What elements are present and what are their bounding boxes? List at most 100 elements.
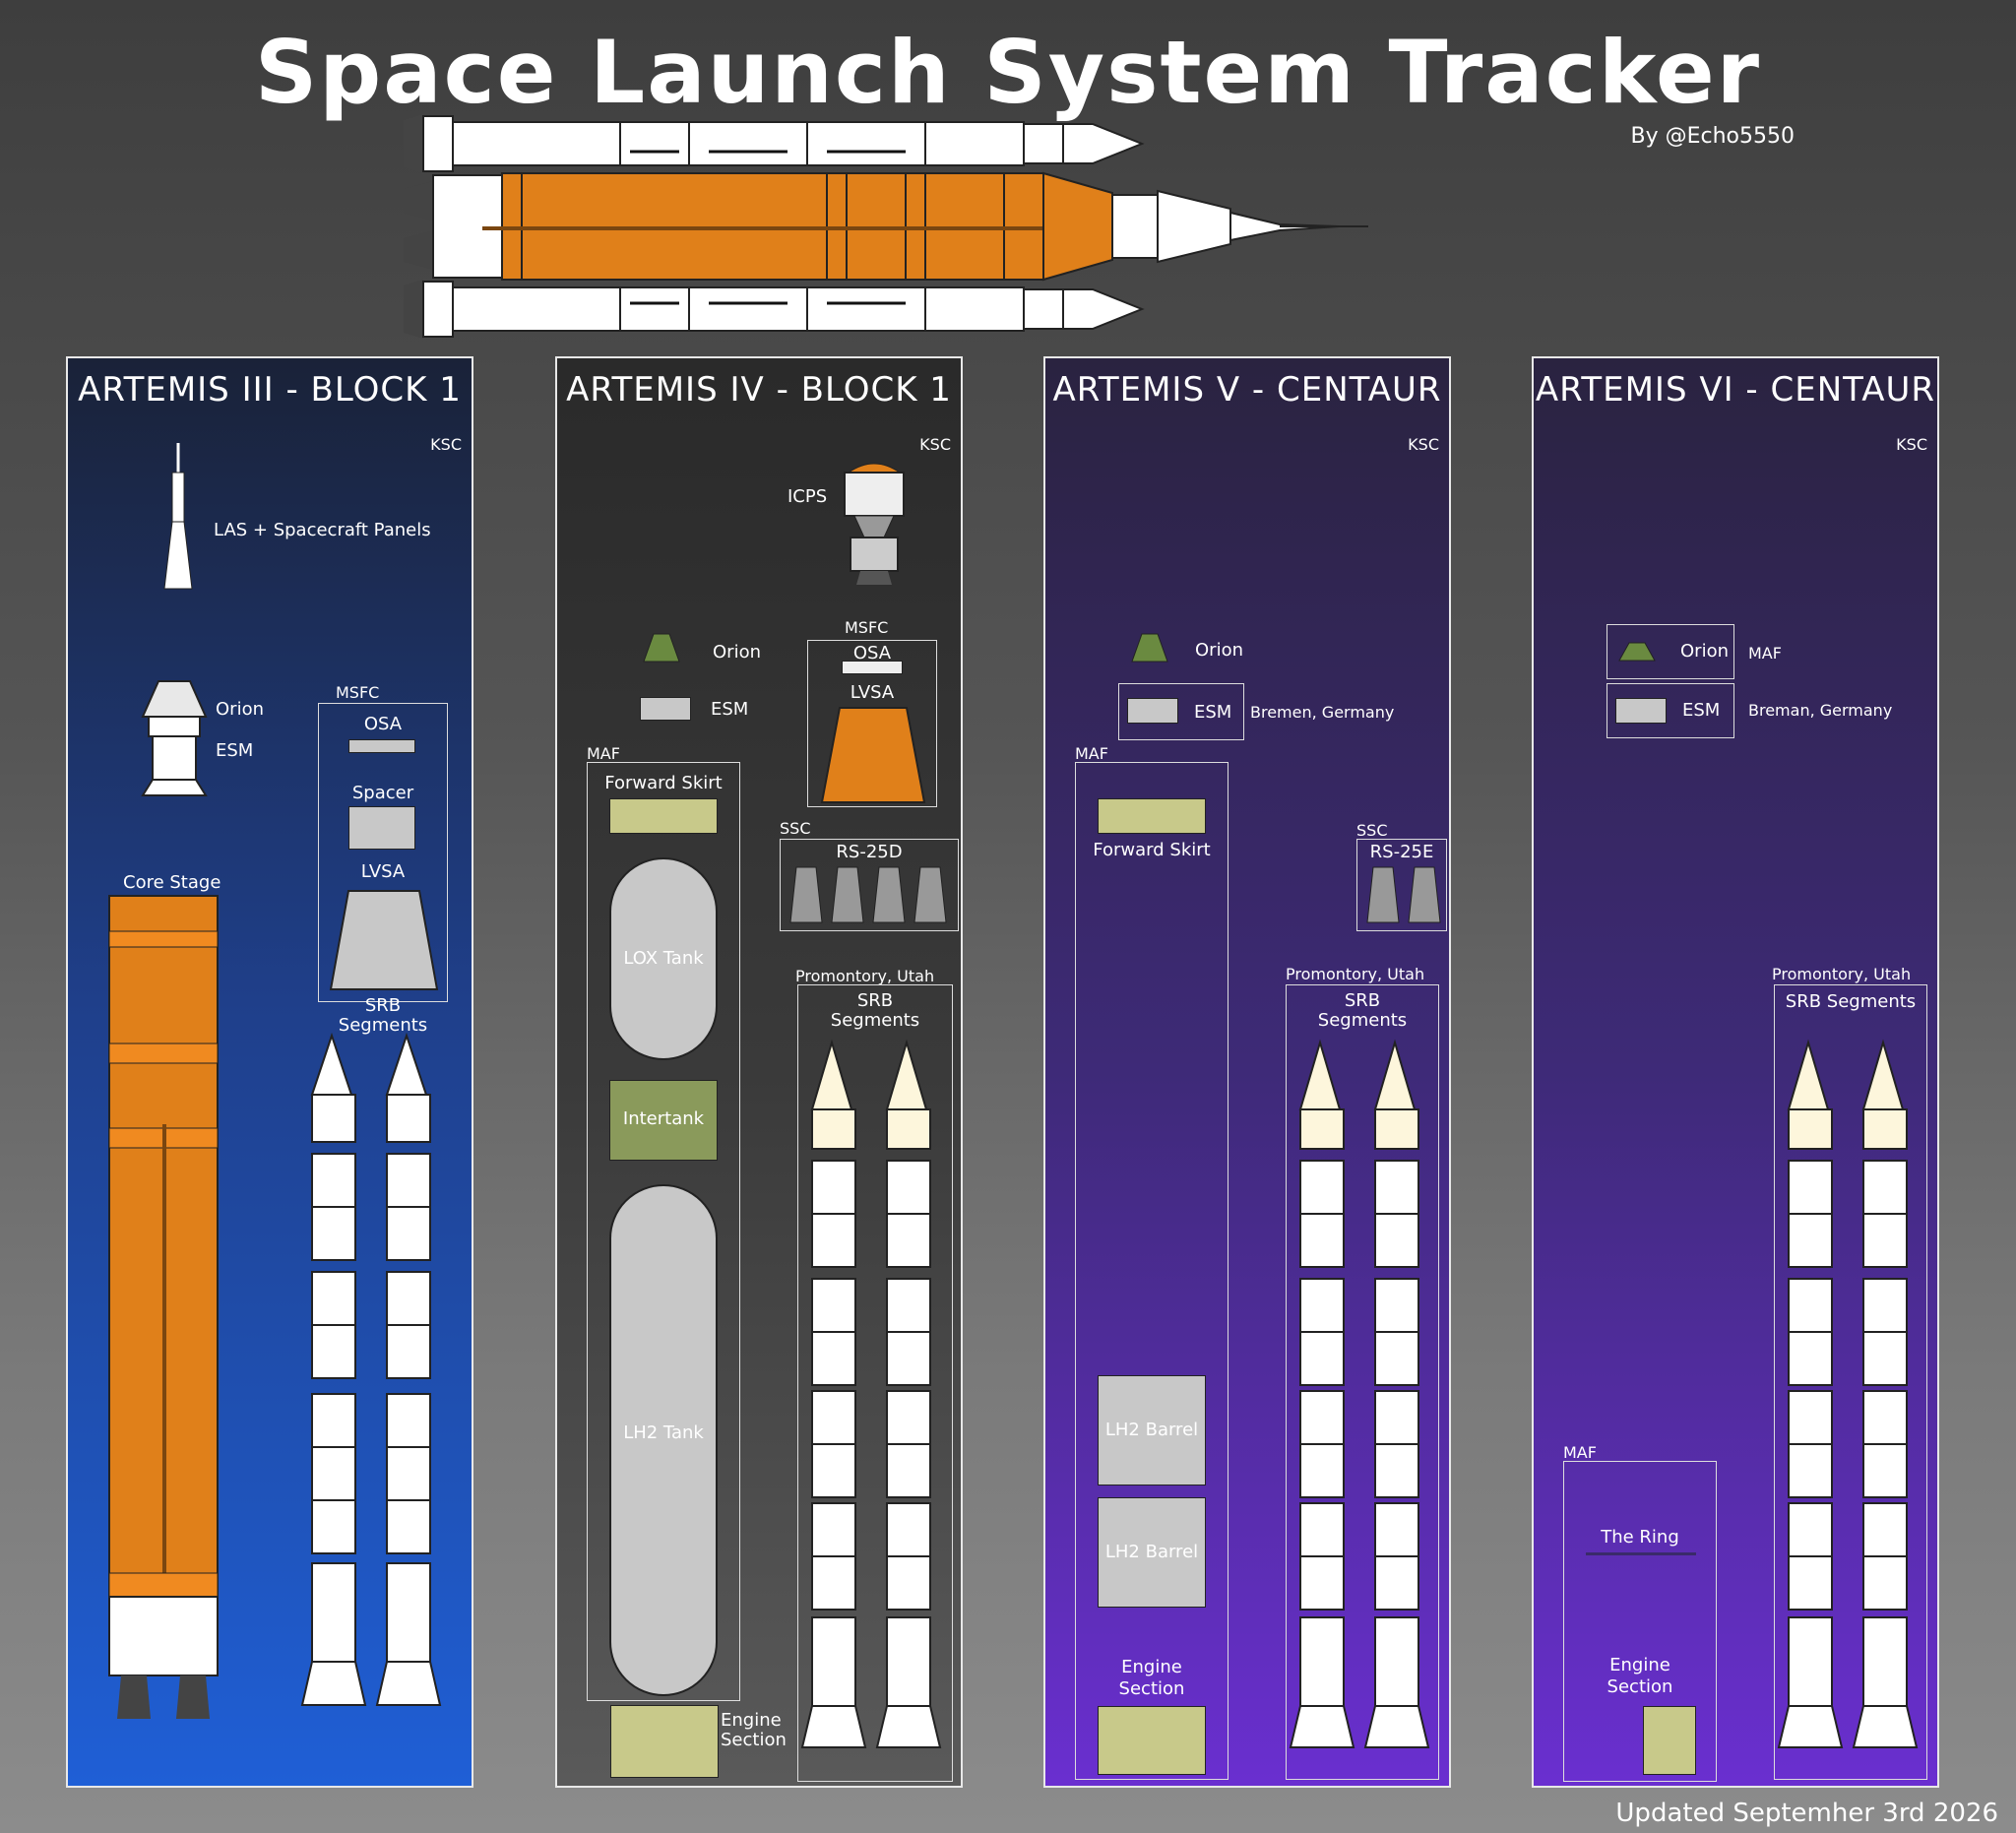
srb-label: SRB Segments bbox=[1785, 991, 1917, 1012]
core-stage bbox=[404, 171, 1368, 282]
osa-label: OSA bbox=[852, 643, 892, 664]
engines-label: RS-25D bbox=[836, 842, 903, 862]
panel-artemis-v: ARTEMIS V - CENTAUR KSC Orion ESM Bremen… bbox=[1043, 356, 1451, 1788]
lvsa-part bbox=[329, 890, 439, 990]
site-msfc: MSFC bbox=[845, 618, 889, 637]
engine-section-label: Engine Section bbox=[1118, 1657, 1185, 1699]
core-stage-part bbox=[108, 895, 219, 1719]
site-ksc: KSC bbox=[1408, 435, 1439, 454]
icps-icon bbox=[844, 463, 905, 585]
esm-icon bbox=[1615, 698, 1667, 724]
engines-label: RS-25E bbox=[1369, 842, 1434, 862]
engine-section-part bbox=[610, 1705, 719, 1778]
esm-box: ESM bbox=[1606, 683, 1734, 738]
lvsa-label: LVSA bbox=[360, 861, 406, 882]
site-ksc: KSC bbox=[1896, 435, 1927, 454]
lox-tank-part: LOX Tank bbox=[609, 857, 718, 1060]
bottom-booster bbox=[404, 280, 1145, 339]
engine-section-label: Engine Section bbox=[1606, 1655, 1673, 1697]
site-ksc: KSC bbox=[430, 435, 462, 454]
panel-artemis-iv: ARTEMIS IV - BLOCK 1 KSC ICPS Orion ESM … bbox=[555, 356, 963, 1788]
site-maf: MAF bbox=[587, 744, 620, 763]
orion-icon bbox=[643, 633, 680, 663]
site-maf: MAF bbox=[1563, 1443, 1597, 1462]
orion-label: Orion bbox=[1680, 641, 1729, 662]
rs25-engines-icon bbox=[1366, 866, 1441, 923]
site-promontory: Promontory, Utah bbox=[795, 967, 935, 985]
engine-section-label: Engine Section bbox=[721, 1710, 787, 1750]
lvsa-label: LVSA bbox=[850, 682, 895, 703]
msfc-box: OSA LVSA bbox=[807, 640, 937, 807]
srb-label: SRB Segments bbox=[338, 995, 428, 1036]
srb-box: SRB Segments bbox=[797, 984, 953, 1782]
forward-skirt-part bbox=[609, 798, 718, 834]
sls-rocket-illustration bbox=[404, 114, 1368, 339]
srb-segments-p4 bbox=[1777, 1039, 1919, 1748]
maf-box: The Ring Engine Section bbox=[1563, 1461, 1717, 1782]
updated-date: Updated Septemher 3rd 2026 bbox=[1615, 1799, 1998, 1828]
site-promontory: Promontory, Utah bbox=[1286, 965, 1425, 983]
esm-icon bbox=[1127, 698, 1178, 724]
esm-label: ESM bbox=[1682, 700, 1721, 721]
orion-icon bbox=[1618, 642, 1656, 662]
ssc-box: RS-25E bbox=[1356, 839, 1447, 931]
esm-label: ESM bbox=[711, 699, 749, 720]
las-label: LAS + Spacecraft Panels bbox=[214, 520, 431, 540]
lh2-barrel-2-part: LH2 Barrel bbox=[1098, 1497, 1206, 1608]
maf-box: Forward Skirt LOX Tank Intertank LH2 Tan… bbox=[587, 762, 740, 1701]
site-ksc: KSC bbox=[919, 435, 951, 454]
lh2-tank-part: LH2 Tank bbox=[609, 1184, 718, 1696]
intertank-label: Intertank bbox=[622, 1108, 705, 1129]
orion-label: Orion bbox=[1195, 640, 1243, 661]
las-icon bbox=[163, 443, 193, 590]
lh2-barrel-2-label: LH2 Barrel bbox=[1104, 1542, 1199, 1562]
the-ring-label: The Ring bbox=[1601, 1527, 1679, 1548]
lh2-tank-label: LH2 Tank bbox=[623, 1422, 704, 1443]
site-ssc: SSC bbox=[780, 819, 811, 838]
panel-title: ARTEMIS III - BLOCK 1 bbox=[78, 370, 462, 410]
forward-skirt-part bbox=[1098, 798, 1206, 834]
page-title: Space Launch System Tracker bbox=[254, 22, 1762, 123]
esm-label: ESM bbox=[1194, 702, 1232, 723]
srb-segments-p1 bbox=[300, 1032, 442, 1706]
forward-skirt-label: Forward Skirt bbox=[1093, 840, 1211, 860]
orion-icon bbox=[1131, 633, 1168, 663]
srb-label: SRB Segments bbox=[830, 990, 920, 1031]
site-msfc: MSFC bbox=[336, 683, 380, 702]
srb-label: SRB Segments bbox=[1317, 990, 1408, 1031]
orion-box: Orion bbox=[1606, 624, 1734, 679]
esm-location: Bremen, Germany bbox=[1250, 703, 1395, 722]
orion-esm-icon bbox=[141, 680, 208, 796]
lh2-barrel-1-part: LH2 Barrel bbox=[1098, 1375, 1206, 1485]
engine-section-part bbox=[1643, 1706, 1696, 1775]
esm-icon bbox=[640, 697, 691, 721]
lvsa-part bbox=[820, 707, 926, 803]
esm-box: ESM bbox=[1118, 683, 1244, 740]
site-ssc: SSC bbox=[1356, 821, 1388, 840]
author-byline: By @Echo5550 bbox=[1630, 124, 1796, 149]
orion-label: Orion bbox=[713, 642, 761, 663]
icps-label: ICPS bbox=[788, 486, 828, 507]
osa-part bbox=[348, 739, 415, 753]
lh2-barrel-1-label: LH2 Barrel bbox=[1104, 1420, 1199, 1440]
srb-segments-p3 bbox=[1289, 1039, 1430, 1748]
engine-section-part bbox=[1098, 1706, 1206, 1775]
esm-location: Breman, Germany bbox=[1748, 701, 1893, 720]
intertank-part: Intertank bbox=[609, 1080, 718, 1161]
spacer-part bbox=[348, 806, 415, 850]
osa-part bbox=[842, 661, 903, 674]
ssc-box: RS-25D bbox=[780, 839, 959, 931]
forward-skirt-label: Forward Skirt bbox=[604, 773, 723, 793]
site-promontory: Promontory, Utah bbox=[1772, 965, 1912, 983]
srb-box: SRB Segments bbox=[1774, 984, 1927, 1780]
panel-artemis-vi: ARTEMIS VI - CENTAUR KSC Orion MAF ESM B… bbox=[1532, 356, 1939, 1788]
esm-label: ESM bbox=[216, 740, 254, 761]
msfc-box: OSA Spacer LVSA bbox=[318, 703, 448, 1002]
site-maf: MAF bbox=[1075, 744, 1108, 763]
spacer-label: Spacer bbox=[351, 783, 414, 803]
top-booster bbox=[404, 114, 1145, 173]
lox-tank-label: LOX Tank bbox=[623, 948, 704, 969]
the-ring-part bbox=[1586, 1552, 1696, 1555]
orion-location: MAF bbox=[1748, 644, 1782, 663]
orion-label: Orion bbox=[216, 699, 264, 720]
